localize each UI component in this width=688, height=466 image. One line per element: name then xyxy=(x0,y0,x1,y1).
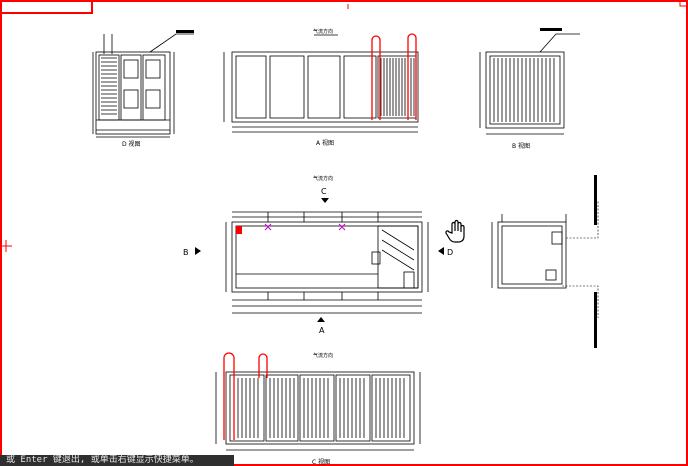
plan-mark-b: B xyxy=(183,248,189,257)
plan-arrow-d xyxy=(438,247,444,255)
c-view-drawing xyxy=(215,371,421,451)
crosshair-icon xyxy=(0,240,12,252)
plan-arrow-c xyxy=(321,198,329,203)
d-view-label: D 视图 xyxy=(122,140,141,148)
plan-view-drawing xyxy=(225,211,429,314)
a-view-drawing xyxy=(223,34,419,133)
side-section-vertical-notes xyxy=(594,175,597,348)
d-view-tag xyxy=(176,30,194,33)
plan-mark-a: A xyxy=(319,326,325,335)
a-view-label: A 视图 xyxy=(316,139,334,147)
b-view-tag xyxy=(540,28,562,31)
c-view-airflow-label: 气流方向 xyxy=(313,352,333,359)
side-section-leaders xyxy=(562,200,599,318)
plan-arrow-b xyxy=(195,247,201,255)
plan-mark-c: C xyxy=(321,187,327,196)
d-view-drawing xyxy=(92,33,194,138)
c-view-label: C 视图 xyxy=(312,458,330,466)
b-view-drawing xyxy=(479,33,580,135)
plan-mark-d: D xyxy=(447,248,453,257)
a-view-airflow-label: 气流方向 xyxy=(313,28,333,35)
plan-arrow-a xyxy=(317,317,325,322)
plan-magenta-markers xyxy=(264,223,346,231)
b-view-label: B 视图 xyxy=(512,142,530,150)
command-line-prompt[interactable]: 或 Enter 键退出, 或单击右键显示快捷菜单。 xyxy=(0,455,234,466)
hand-pan-icon xyxy=(445,219,465,243)
c-view-red-pipes xyxy=(223,352,268,440)
plan-red-fitting xyxy=(236,226,242,234)
a-view-red-pipes xyxy=(371,33,417,120)
plan-airflow-label: 气流方向 xyxy=(313,175,333,182)
side-section-drawing xyxy=(491,214,567,289)
